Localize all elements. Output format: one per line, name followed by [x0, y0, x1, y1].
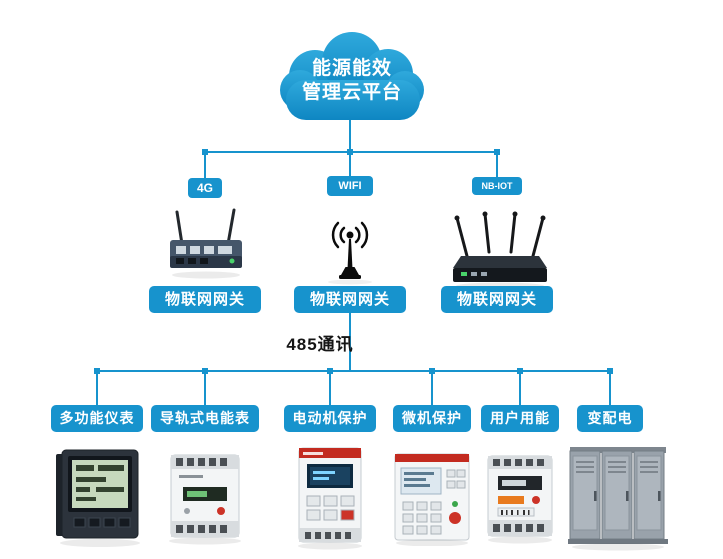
wifi-antenna-icon [328, 221, 372, 285]
microcomputer-protection-device-image [394, 453, 470, 546]
4g-router-image [170, 208, 242, 279]
nb-iot-router-image [453, 211, 547, 290]
device-button-din-rail-energy-meter: 导轨式电能表 [151, 405, 259, 432]
din-rail-energy-meter-image [169, 454, 241, 545]
badge-nb-iot: NB-IOT [472, 177, 522, 195]
cloud-title-line2: 管理云平台 [301, 82, 403, 103]
gateway-button-nb-iot: 物联网网关 [441, 286, 553, 313]
device-button-motor-protection: 电动机保护 [284, 405, 376, 432]
badge-wifi: WIFI [327, 176, 373, 196]
device-button-microcomputer-protection: 微机保护 [393, 405, 471, 432]
motor-protection-device-image [298, 447, 362, 550]
cloud-platform-title: 能源能效 管理云平台 [302, 57, 402, 105]
device-button-multifunction-meter: 多功能仪表 [51, 405, 143, 432]
cloud-icon [280, 32, 424, 120]
bus-label-485: 485通讯 [286, 335, 354, 354]
user-energy-meter-image [487, 455, 553, 544]
device-button-power-distribution: 变配电 [577, 405, 643, 432]
multifunction-meter-image [56, 449, 140, 547]
gateway-button-4g: 物联网网关 [149, 286, 261, 313]
badge-4g: 4G [188, 178, 222, 198]
gateway-button-wifi: 物联网网关 [294, 286, 406, 313]
device-button-user-energy: 用户用能 [481, 405, 559, 432]
cloud-title-line1: 能源能效 [311, 58, 393, 79]
junction-node-squares [94, 149, 613, 374]
power-distribution-cabinets-image [568, 447, 668, 551]
